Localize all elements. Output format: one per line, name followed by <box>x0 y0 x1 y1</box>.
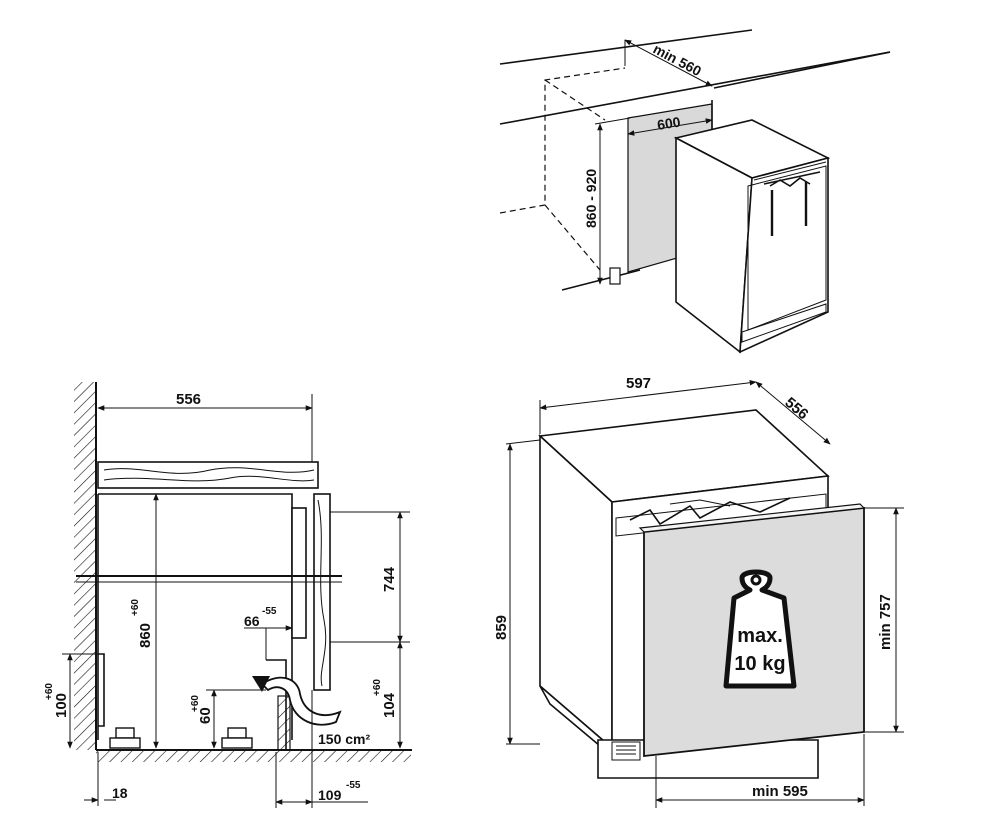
weight-label-line2: 10 kg <box>734 653 785 675</box>
max-weight-icon: max. 10 kg <box>723 569 797 689</box>
dim-60-tol: +60 <box>190 695 201 712</box>
dim-597: 597 <box>626 375 651 392</box>
dim-min-560: min 560 <box>651 41 705 80</box>
dim-100-tol: +60 <box>44 683 55 700</box>
vent-area-label: 150 cm² <box>318 731 370 747</box>
weight-label-line1: max. <box>737 625 783 647</box>
dim-859: 859 <box>493 615 510 640</box>
dim-860-920: 860 - 920 <box>583 169 599 228</box>
dim-860-side: 860 <box>137 623 154 648</box>
dim-18: 18 <box>112 785 128 801</box>
niche-perspective-diagram: min 560 600 860 - 920 <box>499 29 891 354</box>
dim-100: 100 <box>53 693 70 718</box>
dim-min-595: min 595 <box>752 783 808 800</box>
dim-109: 109 <box>318 787 342 803</box>
dim-600: 600 <box>656 113 682 132</box>
dim-104-tol: +60 <box>372 679 383 696</box>
dim-66: 66 <box>244 613 260 629</box>
dim-109-tol: -55 <box>346 780 361 791</box>
front-perspective-diagram: 597 556 859 max. 10 kg <box>493 375 904 808</box>
dim-556-side: 556 <box>176 391 201 408</box>
dim-744: 744 <box>381 566 398 592</box>
dim-60: 60 <box>197 707 214 724</box>
dim-860-side-tol: +60 <box>130 599 141 616</box>
dim-104: 104 <box>381 692 398 718</box>
dim-min-757: min 757 <box>877 594 894 650</box>
side-section-diagram: 556 860 +60 744 104 +60 66 -55 <box>44 382 412 808</box>
dim-556-front: 556 <box>781 394 811 423</box>
dim-66-tol: -55 <box>262 606 277 617</box>
